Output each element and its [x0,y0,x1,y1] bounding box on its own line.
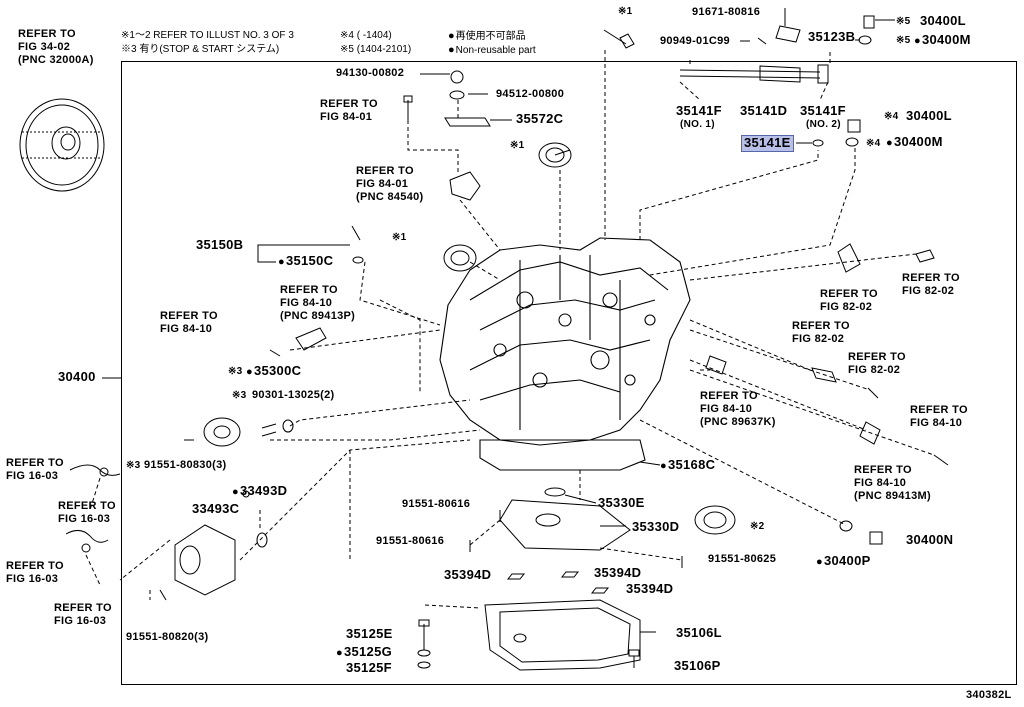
mark-5-b: ※5 [896,35,911,46]
mark-4-a: ※4 [884,111,899,122]
note-date-range-4: ※4 ( -1404) [340,30,392,41]
part-90301-13025[interactable]: 90301-13025(2) [252,389,335,401]
refer-fig-34-02[interactable]: REFER TO FIG 34-02 (PNC 32000A) [18,28,94,67]
part-35125E[interactable]: 35125E [346,626,393,641]
part-91551-80616-a[interactable]: 91551-80616 [402,498,471,510]
refer-fig-84-01-b[interactable]: REFER TO FIG 84-01 (PNC 84540) [356,165,424,204]
part-91551-80830[interactable]: 91551-80830(3) [144,459,227,471]
mark-1-b: ※1 [510,140,525,151]
refer-fig-84-10-e[interactable]: REFER TO FIG 84-10 (PNC 89413M) [854,464,931,503]
mark-1-top: ※1 [618,6,633,17]
dashed-assembly-lines [85,50,935,609]
part-35572C[interactable]: 35572C [516,111,564,126]
part-30400L-b[interactable]: 30400L [906,108,952,123]
part-35150B[interactable]: 35150B [196,237,244,252]
note-date-range-5: ※5 (1404-2101) [340,44,412,55]
mark-4-b: ※4 [866,138,881,149]
part-35394D-a[interactable]: 35394D [444,567,492,582]
part-30400P[interactable]: 30400P [816,553,871,569]
refer-fig-84-01-a[interactable]: REFER TO FIG 84-01 [320,98,378,124]
part-94130-00802[interactable]: 94130-00802 [336,67,405,79]
refer-fig-82-02-d[interactable]: REFER TO FIG 82-02 [848,351,906,377]
part-91551-80616-b[interactable]: 91551-80616 [376,535,445,547]
refer-fig-84-10-d[interactable]: REFER TO FIG 84-10 [910,404,968,430]
note-stop-start: ※3 有り(STOP & START システム) [121,44,280,55]
part-35106P[interactable]: 35106P [674,658,721,673]
oil-pan-illustration [484,599,641,671]
mark-2: ※2 [750,521,765,532]
part-30400M-b[interactable]: 30400M [886,134,943,150]
refer-fig-82-02-b[interactable]: REFER TO FIG 82-02 [902,272,960,298]
part-35141F-no1[interactable]: 35141F [676,103,722,118]
part-91551-80625[interactable]: 91551-80625 [708,553,777,565]
note-refer-illust: ※1～2 REFER TO ILLUST NO. 3 OF 3 [121,30,294,41]
transaxle-case-illustration [439,237,691,471]
pan-bolt-illustrations [417,510,683,669]
part-30400L-a[interactable]: 30400L [920,13,966,28]
refer-fig-84-10-b[interactable]: REFER TO FIG 84-10 [160,310,218,336]
part-33493D[interactable]: 33493D [232,483,287,499]
part-35300C[interactable]: 35300C [246,363,301,379]
mark-1-c: ※1 [392,232,407,243]
bolt-illustrations [184,8,949,466]
refer-fig-16-03-a[interactable]: REFER TO FIG 16-03 [6,457,64,483]
refer-fig-82-02-c[interactable]: REFER TO FIG 82-02 [792,320,850,346]
mark-3-b: ※3 [232,390,247,401]
part-30400M-a[interactable]: 30400M [914,32,971,48]
part-35141D[interactable]: 35141D [740,103,788,118]
plug-illustrations [839,520,883,545]
hose-illustrations [65,464,121,553]
refer-fig-84-10-c[interactable]: REFER TO FIG 84-10 (PNC 89637K) [700,390,776,429]
part-35125F[interactable]: 35125F [346,660,392,675]
figure-id: 340382L [966,689,1012,701]
refer-fig-16-03-c[interactable]: REFER TO FIG 16-03 [6,560,64,586]
part-35330E[interactable]: 35330E [598,495,645,510]
part-35150C[interactable]: 35150C [278,253,333,269]
part-35168C[interactable]: 35168C [660,457,715,473]
part-35141F-no1-note: (NO. 1) [680,119,715,130]
mark-3-c: ※3 [126,460,141,471]
refer-fig-84-10-a[interactable]: REFER TO FIG 84-10 (PNC 89413P) [280,284,356,323]
part-35123B[interactable]: 35123B [808,29,856,44]
part-94512-00800[interactable]: 94512-00800 [496,88,565,100]
refer-fig-16-03-b[interactable]: REFER TO FIG 16-03 [58,500,116,526]
refer-fig-82-02-a[interactable]: REFER TO FIG 82-02 [820,288,878,314]
legend-non-reusable-en: Non-reusable part [448,44,536,58]
mark-5-a: ※5 [896,16,911,27]
part-35141F-no2-note: (NO. 2) [806,119,841,130]
diagram-frame [121,61,1017,685]
part-35394D-b[interactable]: 35394D [594,565,642,580]
part-90949-01C99[interactable]: 90949-01C99 [660,35,730,47]
torque-converter-illustration [19,98,105,192]
plate-illustrations [506,571,610,594]
part-35106L[interactable]: 35106L [676,625,722,640]
part-33493C[interactable]: 33493C [192,501,240,516]
part-91671-80816[interactable]: 91671-80816 [692,6,761,18]
part-30400N[interactable]: 30400N [906,532,954,547]
part-91551-80820[interactable]: 91551-80820(3) [126,631,209,643]
part-30400[interactable]: 30400 [58,369,96,384]
part-35141F-no2[interactable]: 35141F [800,103,846,118]
part-35330D[interactable]: 35330D [632,519,680,534]
oil-seal-illustration [694,505,736,535]
part-35125G[interactable]: 35125G [336,644,392,660]
part-35394D-c[interactable]: 35394D [626,581,674,596]
legend-non-reusable-jp: 再使用不可部品 [448,30,526,44]
mark-3-a: ※3 [228,366,243,377]
part-35141E-highlighted[interactable]: 35141E [741,135,794,152]
refer-fig-16-03-d[interactable]: REFER TO FIG 16-03 [54,602,112,628]
shaft-illustration [679,64,829,84]
